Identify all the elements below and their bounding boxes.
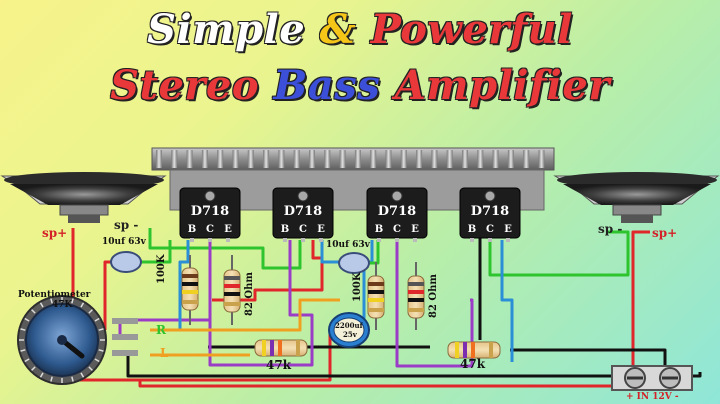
transistor-pin-label: E <box>224 224 232 235</box>
red-supply-wire <box>71 228 627 388</box>
black-right-transistor-wire <box>476 230 482 340</box>
transistor-pin-label: B <box>188 224 196 235</box>
resistor-47k-right <box>447 341 501 359</box>
transistor-part-label: D718 <box>191 204 229 219</box>
transistor-pin-label: B <box>468 224 476 235</box>
transistor-pin-label: B <box>281 224 289 235</box>
title-stereo: Stereo <box>110 62 260 109</box>
capacitor-10uf-right <box>338 252 370 274</box>
label-25v: 25v <box>343 330 357 339</box>
purple-right-loop <box>395 240 474 368</box>
label-sp-plus-left: sp+ <box>42 226 68 240</box>
right-speaker <box>553 172 720 223</box>
resistor-82ohm-left <box>223 255 241 325</box>
transistor-pin-label: E <box>411 224 419 235</box>
title-line-2: Stereo Bass Amplifier <box>0 62 720 109</box>
title-ampersand: & <box>319 6 357 53</box>
label-cap-right: 10uf 63v <box>326 240 370 250</box>
red-right-speaker-wire <box>631 230 650 368</box>
transistor-part-label: D718 <box>471 204 509 219</box>
transistor-pin-label: C <box>486 224 494 235</box>
capacitor-2200uf <box>328 312 370 348</box>
label-sp-minus-right: sp - <box>598 222 623 236</box>
label-47k-right: 47k <box>460 357 486 371</box>
transistor-pin-label: C <box>299 224 307 235</box>
left-speaker <box>0 172 167 223</box>
transistor-pin-label: E <box>317 224 325 235</box>
label-cap-left: 10uf 63v <box>102 237 146 247</box>
black-47k-right-wire <box>510 348 667 368</box>
blue-left-base-wire <box>178 240 190 330</box>
title-simple: Simple <box>147 6 306 53</box>
wiring <box>71 228 702 388</box>
label-sp-minus-left: sp - <box>114 218 139 232</box>
purple-base-wire <box>118 240 212 340</box>
label-power-in: + IN 12V - <box>626 392 679 402</box>
orange-input-r-wire <box>150 298 340 332</box>
resistor-100k-right <box>367 262 385 330</box>
resistor-100k-left <box>181 255 199 325</box>
title-powerful: Powerful <box>370 6 573 53</box>
potentiometer <box>17 295 138 385</box>
label-pot-value: 47K <box>52 300 73 310</box>
green-right-speaker-wire <box>488 230 630 277</box>
power-terminal-block <box>611 365 693 391</box>
label-input-r: R <box>156 323 166 337</box>
transistor-pin-label: C <box>206 224 214 235</box>
blue-mid-wire <box>320 240 345 264</box>
black-ground-wire <box>126 350 702 378</box>
red-collector-wire <box>212 240 324 302</box>
cap-left-lead-2 <box>138 240 172 264</box>
resistor-47k-left <box>254 339 308 357</box>
label-input-l: L <box>160 346 169 360</box>
red-cap-wire <box>140 333 332 382</box>
title-line-1: Simple & Powerful <box>0 6 720 53</box>
transistor-pin-label: C <box>393 224 401 235</box>
label-100k-left: 100K <box>156 254 167 284</box>
label-potentiometer: Potentiometer <box>18 290 91 300</box>
capacitor-10uf-left <box>110 251 142 273</box>
label-2200uf: 2200uf <box>335 321 363 330</box>
title-amplifier: Amplifier <box>394 62 610 109</box>
transistor-pin-label: E <box>504 224 512 235</box>
label-100k-right: 100K <box>352 272 363 302</box>
resistor-82ohm-right <box>407 262 425 330</box>
transistor-pin-label: B <box>375 224 383 235</box>
green-left-speaker-wire <box>148 228 302 270</box>
blue-right-emitter-wire <box>500 240 514 362</box>
title-bass: Bass <box>273 62 381 109</box>
purple-left-loop <box>208 240 314 367</box>
transistor-part-label: D718 <box>284 204 322 219</box>
label-47k-left: 47k <box>266 358 292 372</box>
transistor-part-label: D718 <box>378 204 416 219</box>
label-82ohm-left: 82 Ohm <box>244 272 255 316</box>
label-82ohm-right: 82 Ohm <box>428 274 439 318</box>
label-sp-plus-right: sp+ <box>652 226 678 240</box>
